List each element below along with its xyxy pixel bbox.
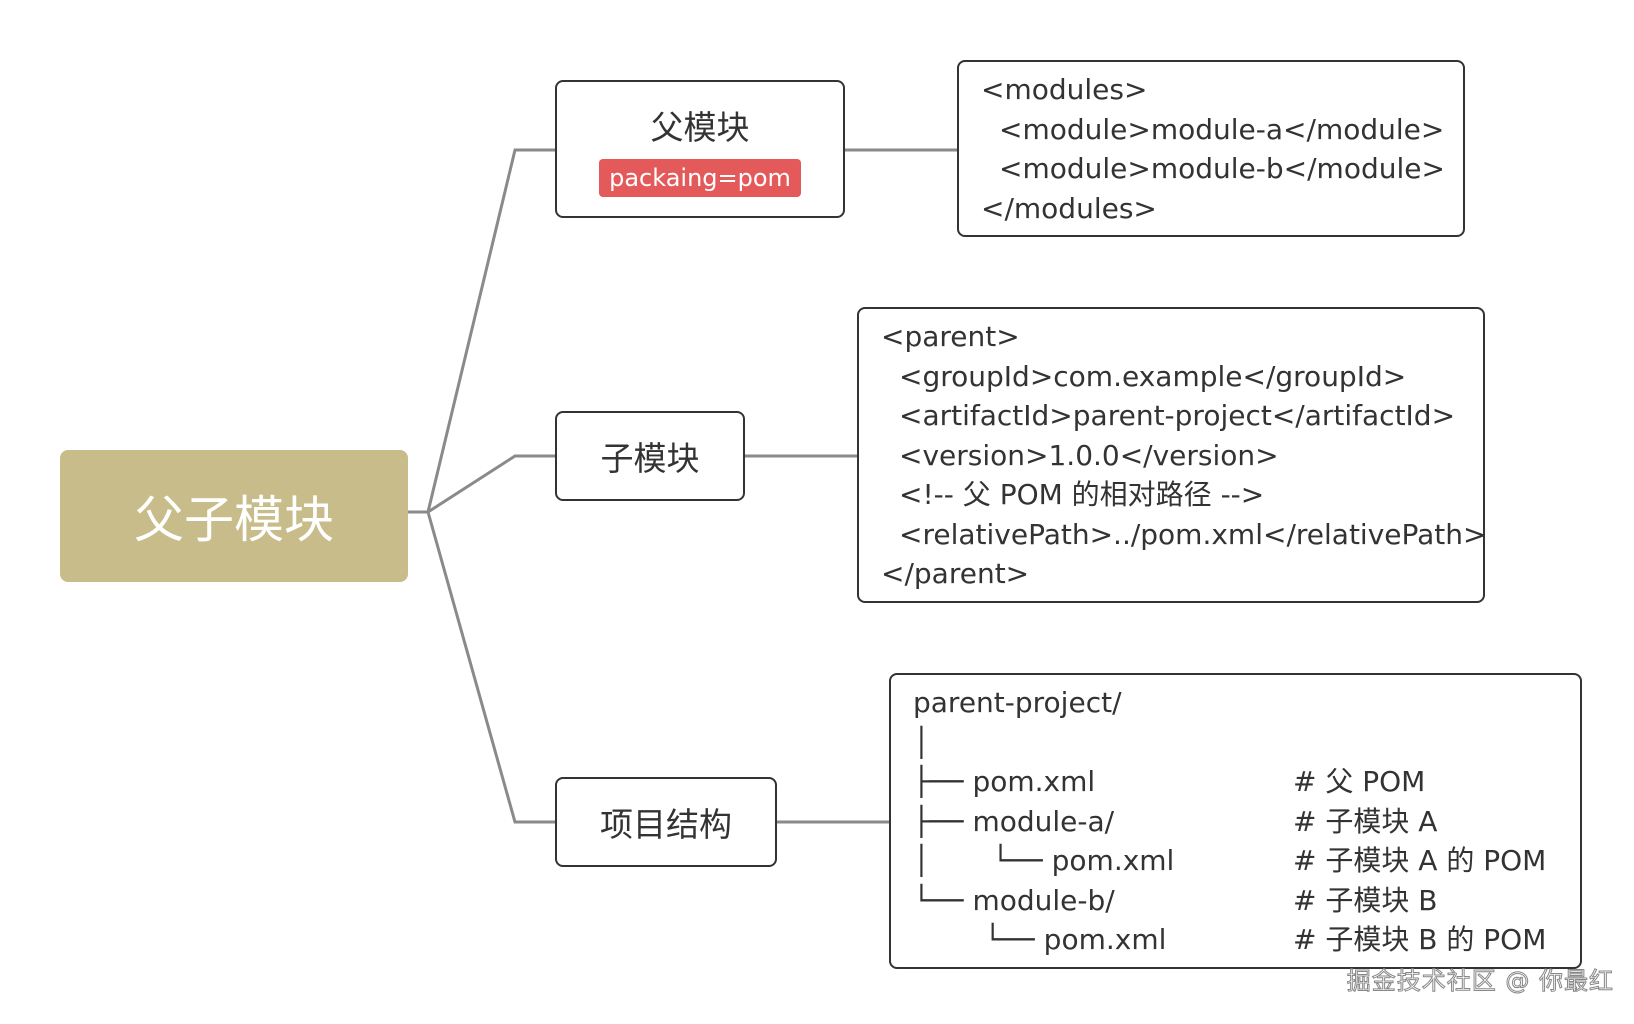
tree-title: parent-project/ [913, 686, 1122, 719]
code-line: <version>1.0.0</version> [899, 438, 1279, 472]
packaging-tag: packaing=pom [599, 159, 801, 197]
code-line: <groupId>com.example</groupId> [899, 359, 1407, 393]
tree-row: │ └── pom.xml # 子模块 A 的 POM [913, 841, 1560, 881]
watermark: 掘金技术社区 @ 你最红 [1346, 967, 1614, 996]
modules-xml-box[interactable]: <modules> <module>module-a</module> <mod… [957, 60, 1465, 237]
tree-comment: # 子模块 A 的 POM [1293, 844, 1547, 877]
tree-path: └── pom.xml [913, 923, 1167, 956]
child-module-node[interactable]: 子模块 [555, 411, 745, 501]
code-line: <module>module-a</module> [999, 112, 1445, 146]
code-line: <artifactId>parent-project</artifactId> [899, 399, 1456, 432]
tree-path: ├── module-a/ [913, 804, 1115, 838]
code-line: <modules> [981, 73, 1148, 106]
project-structure-node[interactable]: 项目结构 [555, 777, 777, 867]
code-line: <module>module-b</module> [999, 152, 1445, 185]
tree-path: └── module-b/ [913, 883, 1115, 917]
code-line: </modules> [981, 191, 1157, 225]
project-structure-label: 项目结构 [600, 805, 732, 844]
code-line: <!-- 父 POM 的相对路径 --> [899, 478, 1265, 511]
code-line: <parent> [881, 320, 1020, 353]
tree-path: │ [913, 725, 930, 759]
project-tree-box[interactable]: parent-project/ │ ├── pom.xml # 父 POM ├─… [889, 673, 1582, 969]
tree-row: └── module-b/ # 子模块 B [913, 881, 1560, 921]
connector-root-to-parent [408, 148, 555, 514]
parent-xml-box[interactable]: <parent> <groupId>com.example</groupId> … [857, 307, 1487, 603]
tree-comment: # 子模块 A [1293, 804, 1438, 838]
tree-path: ├── pom.xml [913, 765, 1096, 798]
tree-row: ├── module-a/ # 子模块 A [913, 802, 1560, 842]
tree-row: ├── pom.xml # 父 POM [913, 762, 1560, 802]
tree-comment: # 子模块 B [1293, 883, 1438, 917]
root-node[interactable]: 父子模块 [60, 450, 408, 582]
connector-root-to-structure [408, 510, 555, 824]
tree-path: │ └── pom.xml [913, 844, 1175, 877]
tree-comment: # 父 POM [1293, 765, 1426, 798]
parent-module-node[interactable]: 父模块 packaing=pom [555, 80, 845, 218]
code-line: </parent> [881, 557, 1030, 590]
root-label: 父子模块 [134, 491, 334, 549]
child-module-label: 子模块 [600, 439, 700, 478]
tree-row: │ [913, 723, 1560, 763]
code-line: <relativePath>../pom.xml</relativePath> [899, 517, 1487, 551]
tree-row: └── pom.xml # 子模块 B 的 POM [913, 920, 1560, 960]
tree-comment: # 子模块 B 的 POM [1293, 923, 1547, 956]
parent-module-label: 父模块 [650, 108, 750, 147]
